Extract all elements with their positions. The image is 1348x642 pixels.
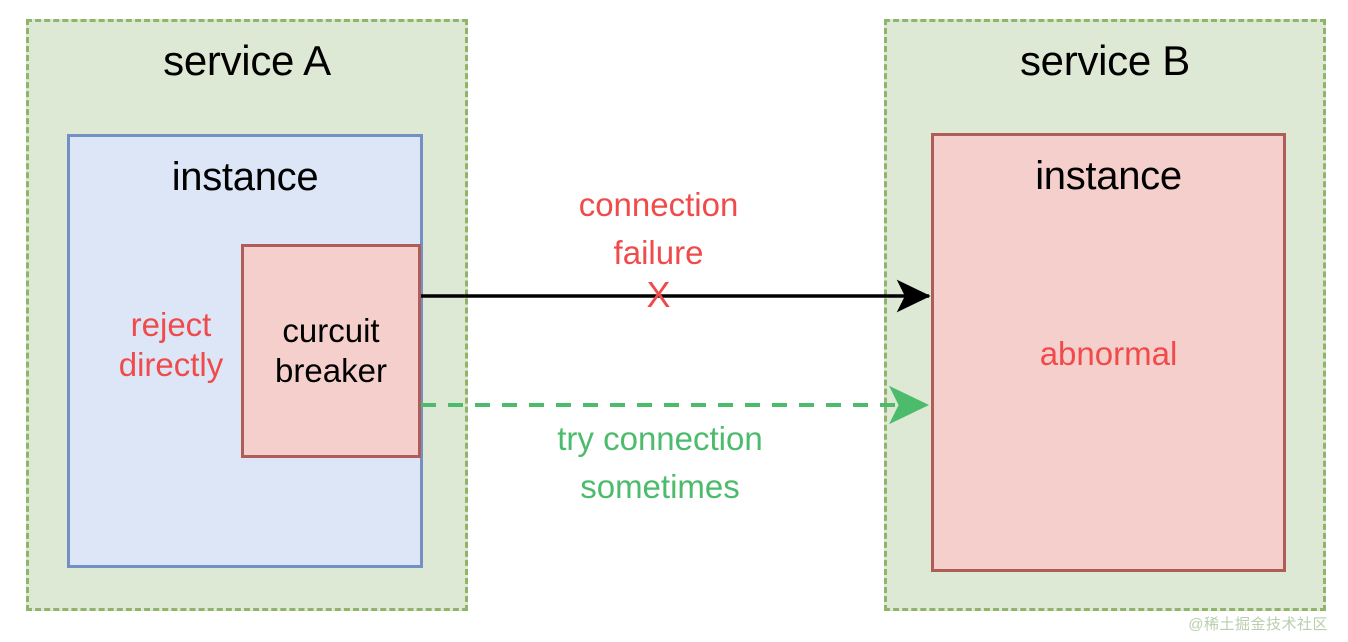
service-a-title: service A	[163, 37, 331, 84]
try-connection-label: try connection sometimes	[557, 420, 763, 505]
service-b-status-label: abnormal	[1039, 335, 1178, 372]
circuit-breaker-box: curcuit breaker	[241, 244, 421, 458]
watermark: @稀土掘金技术社区	[1188, 616, 1328, 633]
reject-directly-label: reject directly	[118, 306, 224, 384]
service-a-instance-title: instance	[171, 155, 319, 199]
service-b-instance-title: instance	[1035, 154, 1182, 198]
circuit-breaker-label: curcuit breaker	[275, 311, 387, 389]
failure-cross-icon: X	[646, 274, 671, 315]
service-b-title: service B	[1019, 37, 1191, 84]
service-b-instance-box: instance	[931, 133, 1286, 572]
connection-failure-label: connection failure	[578, 186, 739, 271]
